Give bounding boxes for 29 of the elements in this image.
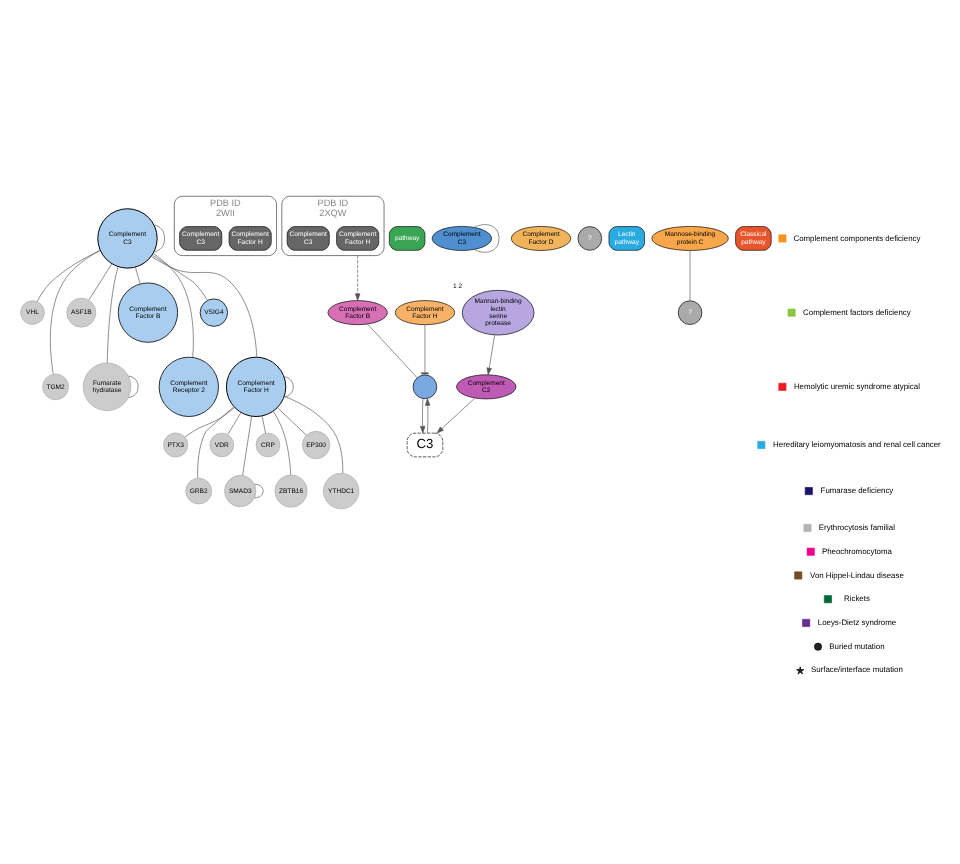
connector xyxy=(226,411,241,434)
connector xyxy=(366,323,417,378)
connector xyxy=(152,223,164,252)
connector xyxy=(253,483,263,498)
connector xyxy=(196,405,234,478)
connector xyxy=(272,410,291,474)
connector xyxy=(151,253,207,300)
arrow xyxy=(354,254,360,300)
connector xyxy=(241,415,251,475)
connector xyxy=(472,223,499,252)
connector xyxy=(134,265,140,283)
connector xyxy=(35,249,100,301)
arrow xyxy=(424,397,430,433)
connector xyxy=(152,252,193,357)
arrow xyxy=(435,396,475,433)
connector xyxy=(87,262,112,300)
arrow xyxy=(419,397,425,433)
connector xyxy=(260,414,265,433)
connector xyxy=(105,265,118,363)
connector xyxy=(183,406,234,437)
connector xyxy=(283,395,343,473)
connector xyxy=(127,374,138,397)
connector xyxy=(420,323,428,375)
arrow xyxy=(485,333,494,374)
connector xyxy=(283,375,293,397)
connector xyxy=(49,249,100,374)
connector xyxy=(276,406,306,435)
connector xyxy=(688,249,690,300)
connector xyxy=(150,255,257,357)
